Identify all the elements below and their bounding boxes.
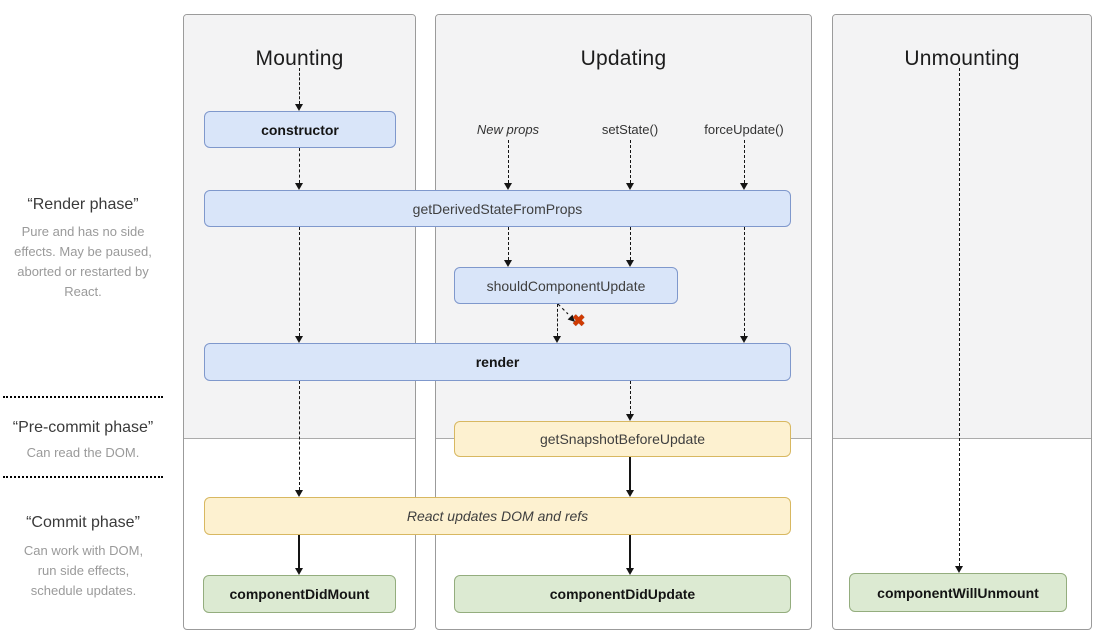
render-phase-shade — [833, 15, 1091, 439]
commit-phase-label: “Commit phase” — [26, 514, 140, 531]
render-phase-label: “Render phase” — [27, 196, 139, 213]
cancel-update-icon: ✖ — [572, 313, 586, 330]
pre-commit-phase-label: “Pre-commit phase” — [12, 419, 154, 436]
commit-phase-description: Can work with DOM, run side effects, sch… — [23, 543, 144, 598]
component-will-unmount-node[interactable]: componentWillUnmount — [849, 573, 1067, 612]
unmounting-column: Unmounting — [832, 14, 1092, 630]
forceupdate-trigger: forceUpdate() — [704, 122, 784, 137]
pre-commit-phase-description: Can read the DOM. — [26, 445, 140, 460]
component-did-update-node[interactable]: componentDidUpdate — [454, 575, 791, 613]
get-derived-state-from-props-node[interactable]: getDerivedStateFromProps — [204, 190, 791, 227]
updating-column: Updating — [435, 14, 812, 630]
component-did-mount-node[interactable]: componentDidMount — [203, 575, 396, 613]
constructor-node[interactable]: constructor — [204, 111, 396, 148]
phase-divider — [3, 476, 163, 478]
mounting-title: Mounting — [255, 47, 344, 70]
updating-title: Updating — [580, 47, 667, 70]
render-phase-description: Pure and has no side effects. May be pau… — [14, 224, 152, 299]
arrow-scu-cancel-branch — [557, 303, 575, 322]
unmounting-title: Unmounting — [904, 47, 1020, 70]
setstate-trigger: setState() — [601, 122, 659, 137]
phase-divider — [3, 396, 163, 398]
render-node[interactable]: render — [204, 343, 791, 381]
react-updates-dom-node: React updates DOM and refs — [204, 497, 791, 535]
get-snapshot-before-update-node[interactable]: getSnapshotBeforeUpdate — [454, 421, 791, 457]
new-props-trigger: New props — [476, 122, 540, 137]
should-component-update-node[interactable]: shouldComponentUpdate — [454, 267, 678, 304]
